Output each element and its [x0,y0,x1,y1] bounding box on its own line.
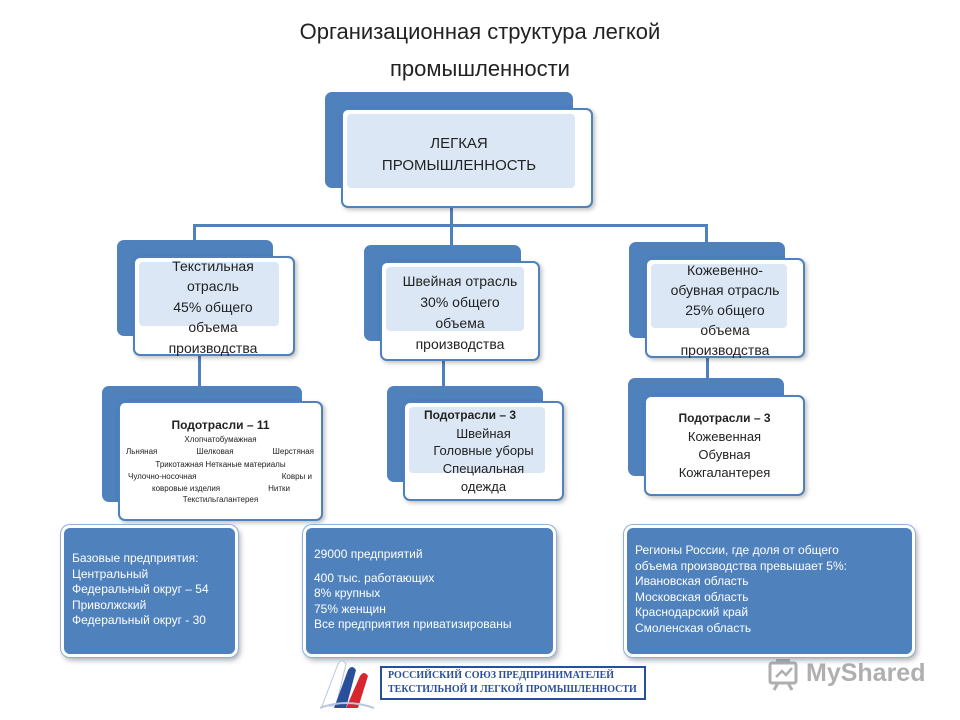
sewing-sub-inner [409,407,545,473]
leather-sub-box: Подотрасли – 3 Кожевенная Обувная Кожгал… [644,395,805,496]
sewing-line2: 30% общего [420,294,500,310]
textile-line2: отрасль [187,278,239,294]
union-logo-box [380,666,646,700]
textile-sub-heading: Подотрасли – 11 [171,418,270,432]
page-title-line2: промышленности [390,56,570,81]
root-label-line1: ЛЕГКАЯ [430,135,488,152]
myshared-watermark: MyShared [768,656,948,692]
connector-right-down [705,224,708,244]
leather-line2: обувная отрасль [670,282,780,298]
info-box-regions: Регионы России, где доля от общего объем… [624,525,915,657]
leather-sub-heading: Подотрасли – 3 [678,411,771,425]
info-right-line4: Московская область [635,589,749,604]
info-right-line6: Смоленская область [635,620,752,635]
leather-box: Кожевенно- обувная отрасль 25% общего об… [645,258,805,358]
textile-sub-row6: Текстильгалантерея [182,495,259,504]
leather-sub-item1: Кожевенная [687,429,762,444]
textile-sub-item-wool: Шерстяная [272,447,314,456]
info-center-line5: Все предприятия приватизированы [314,617,512,631]
sewing-sub-item2: Головные уборы [433,443,534,458]
textile-sub-row3: Трикотажная Нетканые материалы [155,460,286,469]
textile-line4: объема [188,319,238,335]
info-center-line1: 29000 предприятий [314,547,423,561]
myshared-text: MyShared [806,659,926,687]
info-left-line3: Федеральный округ – 54 [72,582,209,596]
root-label-line2: ПРОМЫШЛЕННОСТЬ [381,157,537,174]
connector-left-sub [198,356,201,388]
textile-sub-row1: Хлопчатобумажная [184,435,257,444]
sewing-line1: Швейная отрасль [402,273,518,289]
textile-sub-item-carpets: Ковры и [281,472,312,481]
leather-line4: объема [700,322,750,338]
union-logo-line2: ТЕКСТИЛЬНОЙ И ЛЕГКОЙ ПРОМЫШЛЕННОСТИ [388,684,637,695]
leather-sub-item2: Обувная [698,447,751,462]
info-left-line4: Приволжский [72,597,147,612]
sewing-sub-box: Подотрасли – 3 Швейная Головные уборы Сп… [403,401,564,501]
textile-box-inner [139,262,279,326]
sewing-sub-item1: Швейная [456,426,511,441]
leather-line3: 25% общего [685,302,765,318]
textile-sub-row2: Льняная Шелковая Шерстяная [126,447,314,457]
union-logo-line1: РОССИЙСКИЙ СОЮЗ ПРЕДПРИНИМАТЕЛЕЙ [388,670,615,681]
union-logo-icon [319,660,375,709]
sewing-line3: объема [435,315,485,331]
textile-sub-item-linen: Льняная [126,447,158,456]
presentation-icon [768,659,798,691]
info-left-line2: Центральный [72,566,149,581]
textile-line5: производства [168,340,258,356]
sewing-box-inner [386,267,524,331]
textile-sub-box: Подотрасли – 11 Хлопчатобумажная Льняная… [118,401,323,521]
info-right-line2: объема производства превышает 5%: [635,558,847,573]
info-right-line5: Краснодарский край [635,605,749,619]
connector-center-down [450,224,453,248]
root-box-inner [347,114,575,188]
textile-sub-row5: ковровые изделия Нитки [152,484,290,494]
info-center-line4: 75% женщин [314,601,386,616]
sewing-box: Швейная отрасль 30% общего объема произв… [380,261,540,361]
info-box-base-enterprises: Базовые предприятия: Центральный Федерал… [61,525,238,657]
sewing-sub-heading: Подотрасли – 3 [423,408,516,422]
textile-box: Текстильная отрасль 45% общего объема пр… [133,256,295,356]
info-left-line1: Базовые предприятия: [72,551,199,565]
textile-line3: 45% общего [173,299,253,315]
textile-sub-item-carpet-goods: ковровые изделия [152,484,221,493]
connector-left-down [193,224,196,244]
info-right-line1: Регионы России, где доля от общего [635,543,839,557]
leather-sub-item3: Кожгалантерея [678,465,771,480]
textile-sub-item-hosiery: Чулочно-носочная [128,472,197,481]
info-left-line5: Федеральный округ - 30 [72,613,206,627]
connector-right-sub [706,356,709,380]
connector-center-sub [442,360,445,386]
sewing-line4: производства [415,336,505,352]
textile-sub-item-silk: Шелковая [196,447,234,456]
leather-line5: производства [680,342,770,358]
root-box: ЛЕГКАЯ ПРОМЫШЛЕННОСТЬ [341,108,593,208]
sewing-sub-item3: Специальная [442,461,525,476]
page-title-line1: Организационная структура легкой [299,19,661,44]
info-right-line3: Ивановская область [635,574,749,588]
leather-line1: Кожевенно- [687,262,763,278]
info-center-line3: 8% крупных [314,586,381,600]
leather-box-inner [651,264,787,328]
textile-sub-row4: Чулочно-носочная Ковры и [128,472,312,482]
textile-line1: Текстильная [172,258,254,274]
union-logo: РОССИЙСКИЙ СОЮЗ ПРЕДПРИНИМАТЕЛЕЙ ТЕКСТИЛ… [316,656,656,712]
connector-root-down [450,206,453,226]
textile-sub-item-threads: Нитки [268,484,290,493]
sewing-sub-item4: одежда [460,479,507,494]
info-box-statistics: 29000 предприятий 400 тыс. работающих 8%… [303,525,556,657]
info-center-line2: 400 тыс. работающих [314,570,435,585]
